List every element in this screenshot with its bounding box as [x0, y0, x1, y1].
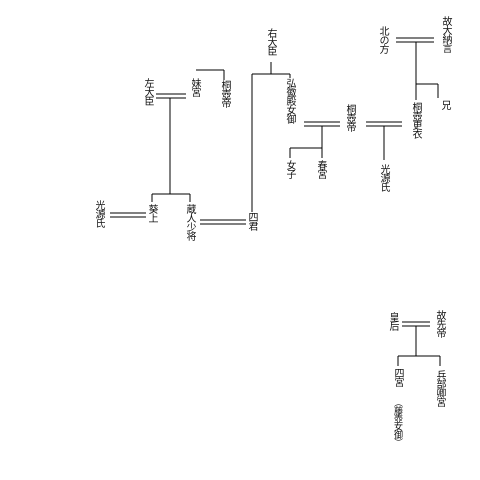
node-ko-sentei: 故先帝 — [434, 310, 445, 337]
node-sadaijin: 左大臣 — [142, 78, 153, 105]
node-hikaru-genji-1: 光源氏 — [378, 164, 389, 191]
node-shi-no-miya: 四宮 — [392, 368, 403, 386]
node-kurodo-shosho: 蔵人少将 — [184, 204, 195, 240]
node-hikaru-genji-2: 光源氏 — [93, 200, 104, 227]
node-kisaki: 皇后 — [387, 312, 398, 330]
node-hyobukyo-no-miya: 兵部卿宮 — [434, 370, 445, 406]
node-ko-dainagon: 故大納言 — [440, 16, 451, 52]
node-kokiden: 弘徽殿女御 — [284, 78, 295, 123]
node-kiritsubo-tei-2: 桐壺帝 — [219, 80, 230, 107]
node-imouto-miya: 妹宮 — [189, 78, 200, 96]
node-udaijin: 右大臣 — [265, 28, 276, 55]
node-fujitsubo: （藤壺女御） — [392, 398, 402, 446]
node-togu: 春宮 — [315, 160, 326, 178]
node-onnago: 女子 — [284, 160, 295, 178]
node-ani: 兄 — [439, 100, 450, 109]
node-kiritsubo-koi: 桐壺更衣 — [410, 102, 421, 138]
node-aoi-no-ue: 葵上 — [146, 204, 157, 222]
node-kita-no-kata: 北の方 — [377, 26, 388, 53]
node-shi-no-kimi: 四君 — [246, 212, 257, 230]
node-kiritsubo-tei: 桐壺帝 — [344, 104, 355, 131]
